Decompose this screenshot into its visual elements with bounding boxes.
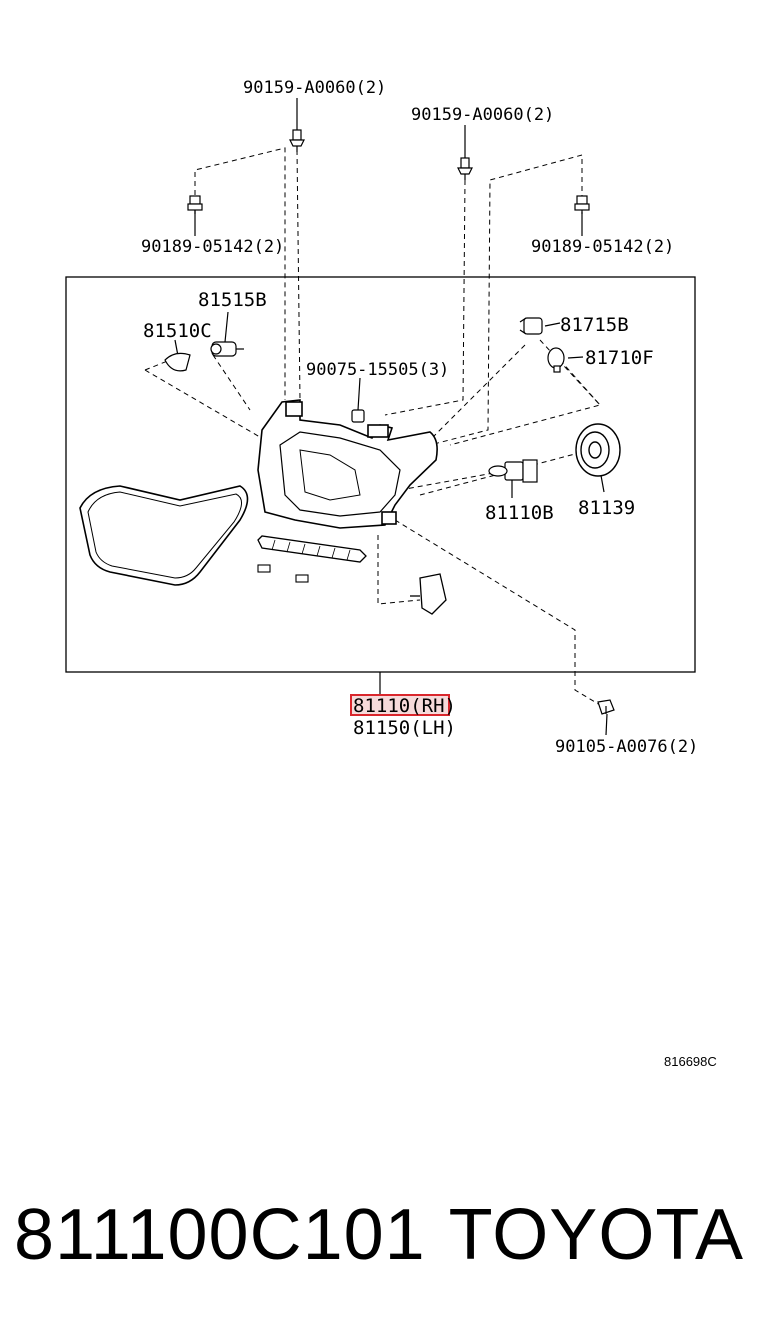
- label-clip-right: 90189-05142(2): [531, 237, 674, 257]
- label-81139: 81139: [578, 497, 635, 519]
- parts-diagram: 90159-A0060(2) 90159-A0060(2) 90189-0514…: [65, 78, 717, 1069]
- bulb-81110b-icon: [488, 459, 538, 483]
- label-90075: 90075-15505(3): [306, 360, 449, 380]
- footer: 811100C101 TOYOTA: [0, 1190, 760, 1280]
- leveling-actuator-icon: [410, 573, 447, 615]
- clip-left-icon: [187, 195, 203, 214]
- pins-icon: [257, 564, 309, 583]
- bolt-upper-right-icon: [457, 157, 473, 180]
- socket-81510c-icon: [164, 352, 191, 372]
- clip-right-icon: [574, 195, 590, 214]
- socket-81715b-icon: [519, 317, 543, 335]
- diagram-ref-code: 816698C: [664, 1054, 717, 1069]
- label-81110b: 81110B: [485, 502, 554, 524]
- solid-leaders: [174, 98, 608, 736]
- headlamp-lens: [79, 485, 249, 586]
- part-number: 811100C101: [14, 1195, 426, 1275]
- drl-strip: [257, 535, 367, 563]
- label-assy-rh: 81110(RH): [353, 695, 456, 717]
- cover-81139-icon: [575, 423, 621, 477]
- label-81510c: 81510C: [143, 320, 212, 342]
- nut-90075-icon: [351, 409, 365, 423]
- label-90105: 90105-A0076(2): [555, 737, 698, 757]
- label-assy-lh: 81150(LH): [353, 717, 456, 739]
- label-bolt-upper-right: 90159-A0060(2): [411, 105, 554, 125]
- screw-90105-icon: [597, 699, 615, 715]
- assy-rh-highlight: [350, 694, 450, 716]
- label-81515b: 81515B: [198, 289, 267, 311]
- label-81710f: 81710F: [585, 347, 654, 369]
- label-bolt-upper-left: 90159-A0060(2): [243, 78, 386, 98]
- brand-name: TOYOTA: [448, 1195, 744, 1275]
- bolt-upper-left-icon: [289, 129, 305, 152]
- bulb-81515b-icon: [210, 341, 244, 357]
- label-clip-left: 90189-05142(2): [141, 237, 284, 257]
- headlamp-housing: [257, 399, 438, 529]
- bulb-81710f-icon: [547, 347, 565, 373]
- label-81715b: 81715B: [560, 314, 629, 336]
